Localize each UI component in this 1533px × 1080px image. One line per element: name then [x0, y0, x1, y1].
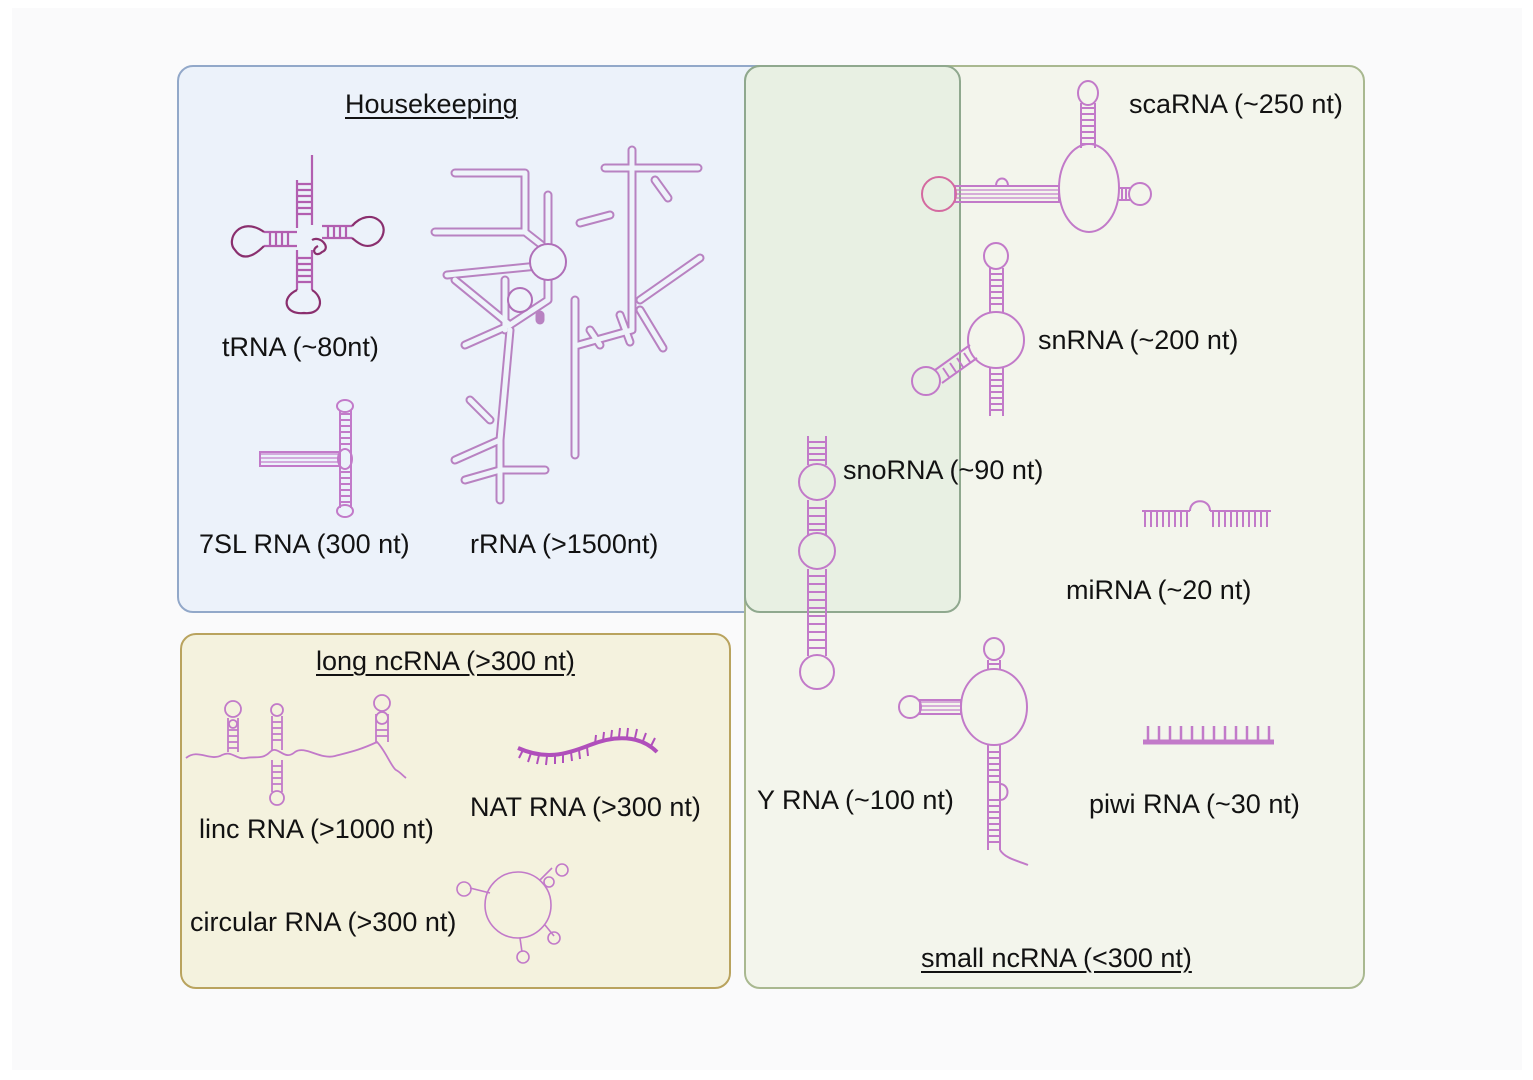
trna-label: tRNA (~80nt) — [222, 332, 379, 362]
scarna-label: scaRNA (~250 nt) — [1129, 89, 1343, 119]
nat-rna-label: NAT RNA (>300 nt) — [470, 792, 701, 822]
pirna-icon — [1143, 726, 1274, 742]
scarna-icon — [922, 81, 1151, 232]
linc-rna-label: linc RNA (>1000 nt) — [199, 814, 434, 844]
rrna-icon — [435, 150, 700, 500]
circular-rna-icon — [457, 864, 568, 963]
trna-icon — [232, 155, 384, 313]
yrna-icon — [899, 638, 1028, 865]
snorna-icon — [799, 436, 835, 689]
snrna-label: snRNA (~200 nt) — [1038, 325, 1239, 355]
small-ncrna-title: small ncRNA (<300 nt) — [921, 943, 1192, 973]
mirna-label: miRNA (~20 nt) — [1066, 575, 1252, 605]
7sl-rna-icon — [260, 400, 353, 517]
snrna-icon — [912, 243, 1024, 416]
linc-rna-icon — [186, 695, 406, 805]
rrna-label: rRNA (>1500nt) — [470, 529, 659, 559]
nat-rna-icon — [518, 728, 657, 765]
snorna-label: snoRNA (~90 nt) — [843, 455, 1044, 485]
pirna-label: piwi RNA (~30 nt) — [1089, 789, 1300, 819]
7sl-rna-label: 7SL RNA (300 nt) — [199, 529, 410, 559]
housekeeping-title: Housekeeping — [345, 89, 518, 119]
housekeeping-small-overlap — [744, 65, 961, 613]
long-ncrna-group — [180, 633, 731, 989]
circular-rna-label: circular RNA (>300 nt) — [190, 907, 457, 937]
long-ncrna-title: long ncRNA (>300 nt) — [316, 646, 575, 676]
yrna-label: Y RNA (~100 nt) — [757, 785, 954, 815]
mirna-icon — [1142, 501, 1271, 527]
